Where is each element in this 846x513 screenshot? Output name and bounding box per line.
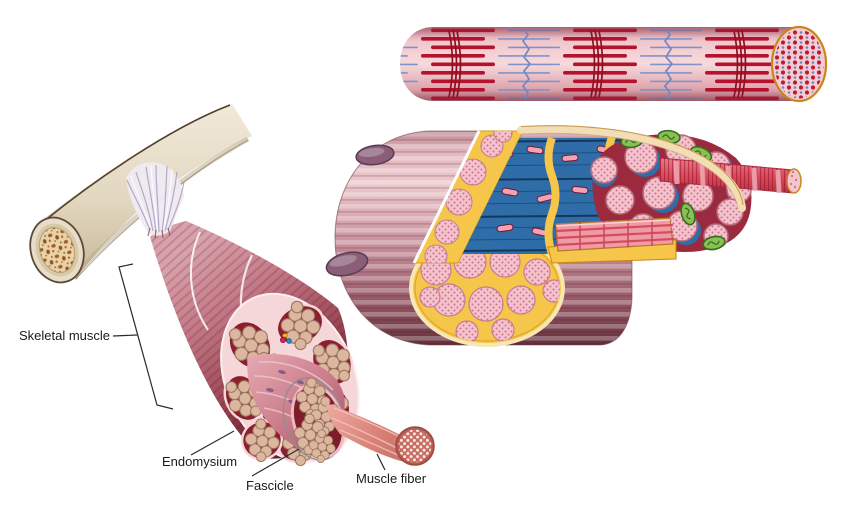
myofibril-banded-segment bbox=[547, 217, 677, 264]
muscle-fiber-label: Muscle fiber bbox=[356, 471, 427, 486]
z-discs bbox=[521, 28, 674, 100]
skeletal-muscle-bracket bbox=[118, 263, 174, 410]
skeletal-muscle-dash bbox=[112, 334, 138, 337]
bone-cross-section bbox=[29, 216, 85, 284]
label-texts: Skeletal muscle Endomysium Fascicle Musc… bbox=[19, 328, 427, 493]
muscle-fiber-leader-line bbox=[376, 453, 386, 471]
cut-away bbox=[409, 125, 802, 347]
endomysium-label: Endomysium bbox=[162, 454, 237, 469]
epimysium-line bbox=[190, 231, 209, 331]
myofibril-illustration bbox=[400, 25, 828, 103]
muscle-fiber-illustration bbox=[325, 125, 802, 347]
tendon bbox=[126, 162, 185, 239]
fascicle-label: Fascicle bbox=[246, 478, 294, 493]
m-lines bbox=[448, 29, 747, 99]
skeletal-muscle-illustration bbox=[150, 221, 435, 470]
muscle-fiber-pullout bbox=[326, 403, 435, 466]
annotations bbox=[112, 263, 386, 477]
sarcolemma-cut-edge bbox=[517, 125, 746, 212]
skeletal-muscle-label: Skeletal muscle bbox=[19, 328, 110, 343]
sarcoplasm-cut-face bbox=[412, 130, 524, 264]
fascicle-leader-line bbox=[251, 448, 300, 477]
nuclei bbox=[325, 144, 395, 277]
myofibril-cross-section-cap bbox=[770, 25, 828, 103]
fascicle-pullout bbox=[247, 354, 346, 465]
endomysium-leader-line bbox=[190, 430, 235, 456]
muscle-fiber-end bbox=[395, 426, 435, 466]
